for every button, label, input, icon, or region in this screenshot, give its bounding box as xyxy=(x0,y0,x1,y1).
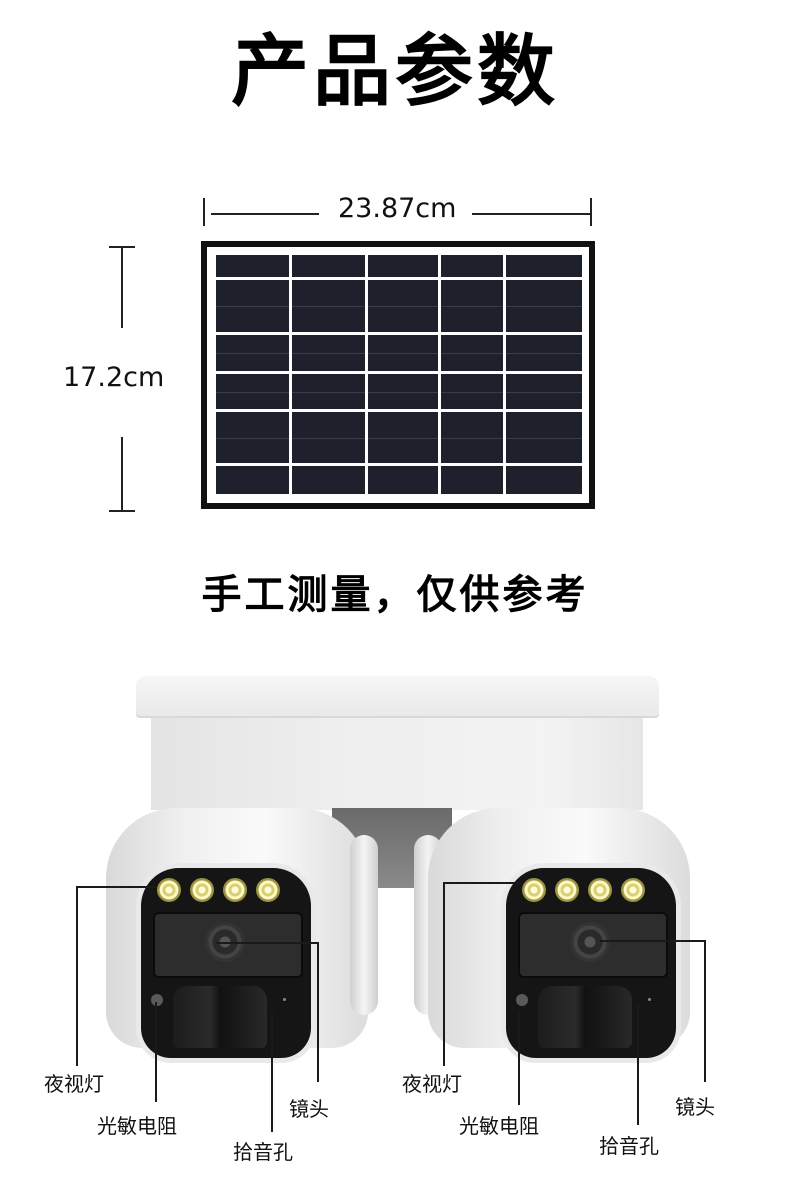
solar-cell xyxy=(506,255,582,277)
left-label-night-light: 夜视灯 xyxy=(44,1072,104,1096)
left-pir-sensor xyxy=(173,986,267,1048)
width-dimension-line-right xyxy=(472,213,590,215)
solar-cell xyxy=(506,466,582,494)
left-microphone-hole xyxy=(283,998,286,1001)
page-title: 产品参数 xyxy=(230,27,559,117)
solar-cell xyxy=(292,335,365,371)
solar-cell xyxy=(216,280,289,332)
solar-cell xyxy=(292,374,365,409)
solar-cell xyxy=(441,466,503,494)
leader-line xyxy=(76,886,156,888)
solar-cell xyxy=(216,412,289,463)
solar-cell xyxy=(441,374,503,409)
solar-cell xyxy=(368,466,438,494)
height-dimension-label: 17.2cm xyxy=(63,362,165,393)
measurement-disclaimer: 手工测量，仅供参考 xyxy=(201,572,589,618)
solar-cell xyxy=(292,466,365,494)
width-dimension-right-tick xyxy=(590,198,592,226)
right-pir-sensor xyxy=(538,986,632,1048)
leader-line xyxy=(637,1005,639,1125)
camera-housing-body xyxy=(151,716,643,810)
solar-cell xyxy=(292,412,365,463)
leader-line xyxy=(76,886,78,1066)
leader-line xyxy=(271,1012,273,1132)
solar-cell xyxy=(441,335,503,371)
leader-line xyxy=(443,882,445,1066)
left-lens-window xyxy=(153,912,303,978)
width-dimension-line-left xyxy=(211,213,319,215)
solar-cell xyxy=(216,374,289,409)
led-icon xyxy=(223,878,247,902)
right-label-lens: 镜头 xyxy=(675,1095,715,1119)
leader-line xyxy=(518,1010,520,1105)
height-dimension-bottom-tick xyxy=(109,510,135,512)
solar-cell xyxy=(506,335,582,371)
solar-cell xyxy=(506,280,582,332)
right-night-lights xyxy=(522,878,645,902)
width-dimension-left-tick xyxy=(203,198,205,226)
solar-cell xyxy=(216,466,289,494)
solar-cell xyxy=(506,412,582,463)
leader-line xyxy=(600,940,706,942)
solar-cell xyxy=(441,255,503,277)
left-label-photoresistor: 光敏电阻 xyxy=(97,1114,177,1138)
solar-cell-grid xyxy=(216,255,582,495)
led-icon xyxy=(256,878,280,902)
led-icon xyxy=(157,878,181,902)
camera-housing-lid xyxy=(136,676,659,718)
left-night-lights xyxy=(157,878,280,902)
left-camera-face xyxy=(141,868,311,1058)
right-label-night-light: 夜视灯 xyxy=(402,1072,462,1096)
left-camera-side-bracket xyxy=(350,835,378,1015)
solar-cell xyxy=(368,335,438,371)
solar-cell xyxy=(506,374,582,409)
led-icon xyxy=(555,878,579,902)
right-camera-face xyxy=(506,868,676,1058)
right-label-photoresistor: 光敏电阻 xyxy=(459,1114,539,1138)
right-lens-window xyxy=(518,912,668,978)
solar-cell xyxy=(368,412,438,463)
leader-line xyxy=(704,940,706,1082)
solar-cell xyxy=(368,374,438,409)
led-icon xyxy=(588,878,612,902)
leader-line xyxy=(216,942,319,944)
led-icon xyxy=(621,878,645,902)
solar-panel xyxy=(201,241,595,509)
solar-cell xyxy=(292,255,365,277)
height-dimension-line-top xyxy=(121,246,123,328)
leader-line xyxy=(155,1002,157,1102)
solar-cell xyxy=(368,280,438,332)
solar-cell xyxy=(368,255,438,277)
right-microphone-hole xyxy=(648,998,651,1001)
leader-line xyxy=(443,882,523,884)
solar-cell xyxy=(441,412,503,463)
left-label-lens: 镜头 xyxy=(289,1097,329,1121)
left-label-microphone: 拾音孔 xyxy=(233,1140,293,1164)
lens-icon xyxy=(570,922,610,962)
height-dimension-line-bottom xyxy=(121,437,123,511)
width-dimension-label: 23.87cm xyxy=(338,193,457,224)
led-icon xyxy=(190,878,214,902)
solar-cell xyxy=(292,280,365,332)
solar-cell xyxy=(216,255,289,277)
right-photoresistor xyxy=(516,994,528,1006)
solar-cell xyxy=(441,280,503,332)
solar-cell xyxy=(216,335,289,371)
left-photoresistor xyxy=(151,994,163,1006)
led-icon xyxy=(522,878,546,902)
right-label-microphone: 拾音孔 xyxy=(599,1134,659,1158)
leader-line xyxy=(317,942,319,1082)
